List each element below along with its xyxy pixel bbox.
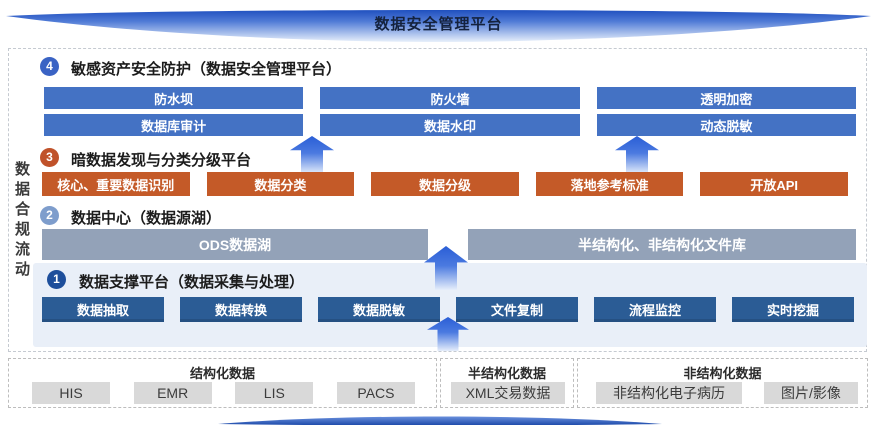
source-chip: LIS [235,382,314,404]
source-chip: XML交易数据 [451,382,565,404]
section-4-badge: 4 [40,57,59,76]
s4-button: 防火墙 [320,87,580,109]
section-3-title: 暗数据发现与分类分级平台 [71,152,252,169]
s4-button: 防水坝 [44,87,304,109]
s3-button: 落地参考标准 [535,172,684,196]
s1-button: 数据转换 [180,297,302,322]
section-3-button-row: 核心、重要数据识别 数据分类 数据分级 落地参考标准 开放API [42,172,848,196]
section-2-title: 数据中心（数据源湖） [71,210,222,227]
source-chip: PACS [336,382,415,404]
up-arrow-icon [615,136,659,174]
s3-button: 数据分类 [206,172,355,196]
section-2-badge: 2 [40,206,59,225]
section-1-badge: 1 [47,270,66,289]
source-chip: HIS [32,382,110,404]
top-banner-title: 数据安全管理平台 [374,16,503,33]
section-4-button-row-1: 防水坝 防火墙 透明加密 [44,87,856,109]
s2-file-store-bar: 半结构化、非结构化文件库 [468,229,856,260]
source-chip: 图片/影像 [764,382,858,404]
s1-button: 数据抽取 [42,297,164,322]
unstructured-data-label: 非结构化数据 [683,366,762,381]
top-banner-ribbon [6,10,871,42]
semi-structured-data-box: 半结构化数据 XML交易数据 [440,358,574,408]
semi-structured-data-label: 半结构化数据 [467,366,546,381]
section-1-button-row: 数据抽取 数据转换 数据脱敏 文件复制 流程监控 实时挖掘 [42,297,854,322]
unstructured-chip-row: 非结构化电子病历 图片/影像 [596,382,858,404]
bottom-banner-ribbon [218,416,662,425]
s1-button: 实时挖掘 [732,297,854,322]
section-4-title: 敏感资产安全防护（数据安全管理平台） [71,61,342,78]
s1-button: 数据脱敏 [318,297,440,322]
section-1-title: 数据支撑平台（数据采集与处理） [79,274,305,291]
compliance-flow-label: 数据合规流动 [13,161,30,281]
section-3-badge: 3 [40,148,59,167]
semi-structured-chip-row: XML交易数据 [451,382,565,404]
source-chip: 非结构化电子病历 [596,382,742,404]
source-chip: EMR [133,382,212,404]
s1-button: 文件复制 [456,297,578,322]
structured-data-box: 结构化数据 HIS EMR LIS PACS [8,358,437,408]
s1-button: 流程监控 [594,297,716,322]
up-arrow-icon [290,136,334,174]
unstructured-data-box: 非结构化数据 非结构化电子病历 图片/影像 [577,358,868,408]
s3-button: 核心、重要数据识别 [42,172,190,196]
s3-button: 开放API [700,172,848,196]
up-arrow-icon [427,317,469,351]
up-arrow-icon [424,246,468,290]
structured-chip-row: HIS EMR LIS PACS [32,382,415,404]
section-4-button-row-2: 数据库审计 数据水印 动态脱敏 [44,114,856,136]
s4-button: 透明加密 [596,87,856,109]
s4-button: 动态脱敏 [596,114,856,136]
structured-data-label: 结构化数据 [189,366,255,381]
s4-button: 数据库审计 [44,114,304,136]
s4-button: 数据水印 [320,114,580,136]
s2-data-lake-bar: ODS数据湖 [42,229,428,260]
s3-button: 数据分级 [371,172,519,196]
